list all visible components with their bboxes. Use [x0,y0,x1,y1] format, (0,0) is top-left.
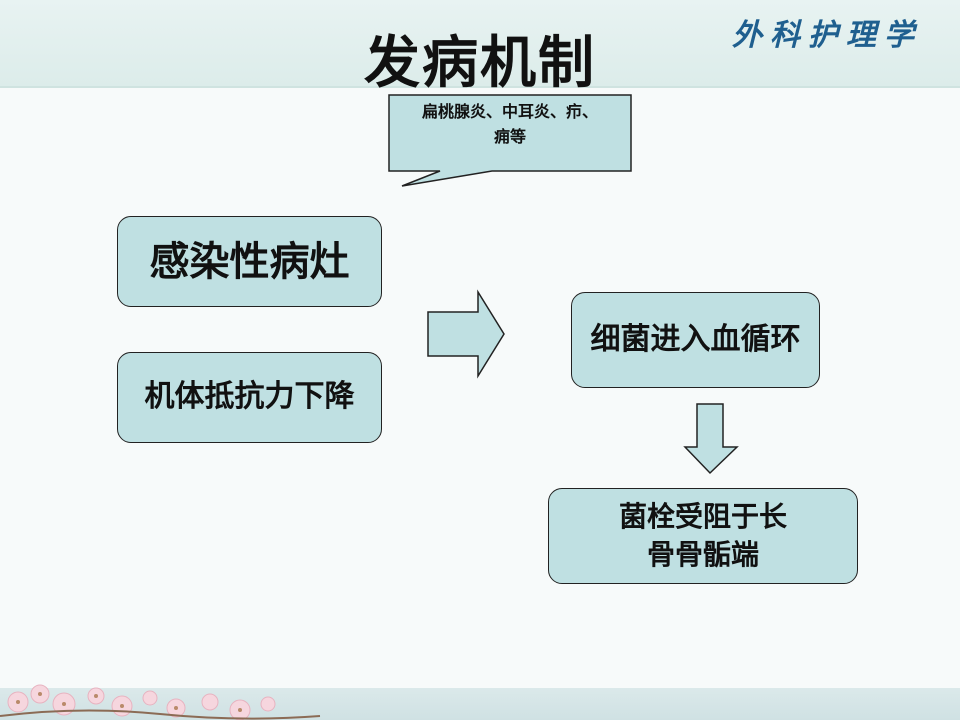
box-bacteria-label: 细菌进入血循环 [590,321,801,357]
callout-line-1: 扁桃腺炎、中耳炎、疖、 [421,102,598,121]
arrow-right-icon [427,289,505,379]
page-title: 发病机制 [364,31,596,96]
arrow-down-icon [683,403,739,475]
callout-line-2: 痈等 [493,126,526,146]
box-infection-focus: 感染性病灶 [117,216,382,307]
box-embolus-label-line-2: 骨骨骺端 [646,538,759,571]
box-embolus-label-line-1: 菌栓受阻于长 [618,500,787,534]
blossom-decoration-icon [0,684,321,720]
box-immunity-decline: 机体抵抗力下降 [117,352,382,443]
box-infection-label: 感染性病灶 [149,238,350,285]
box-immunity-label: 机体抵抗力下降 [144,379,355,415]
box-bacteria-bloodstream: 细菌进入血循环 [571,292,820,388]
callout-text: 扁桃腺炎、中耳炎、疖、 痈等 [388,100,632,150]
callout-bubble [388,94,632,187]
box-embolus-metaphysis: 菌栓受阻于长 骨骨骺端 [548,488,858,584]
brand-logo-text: 外科护理学 [732,18,922,53]
header-band [0,0,960,88]
